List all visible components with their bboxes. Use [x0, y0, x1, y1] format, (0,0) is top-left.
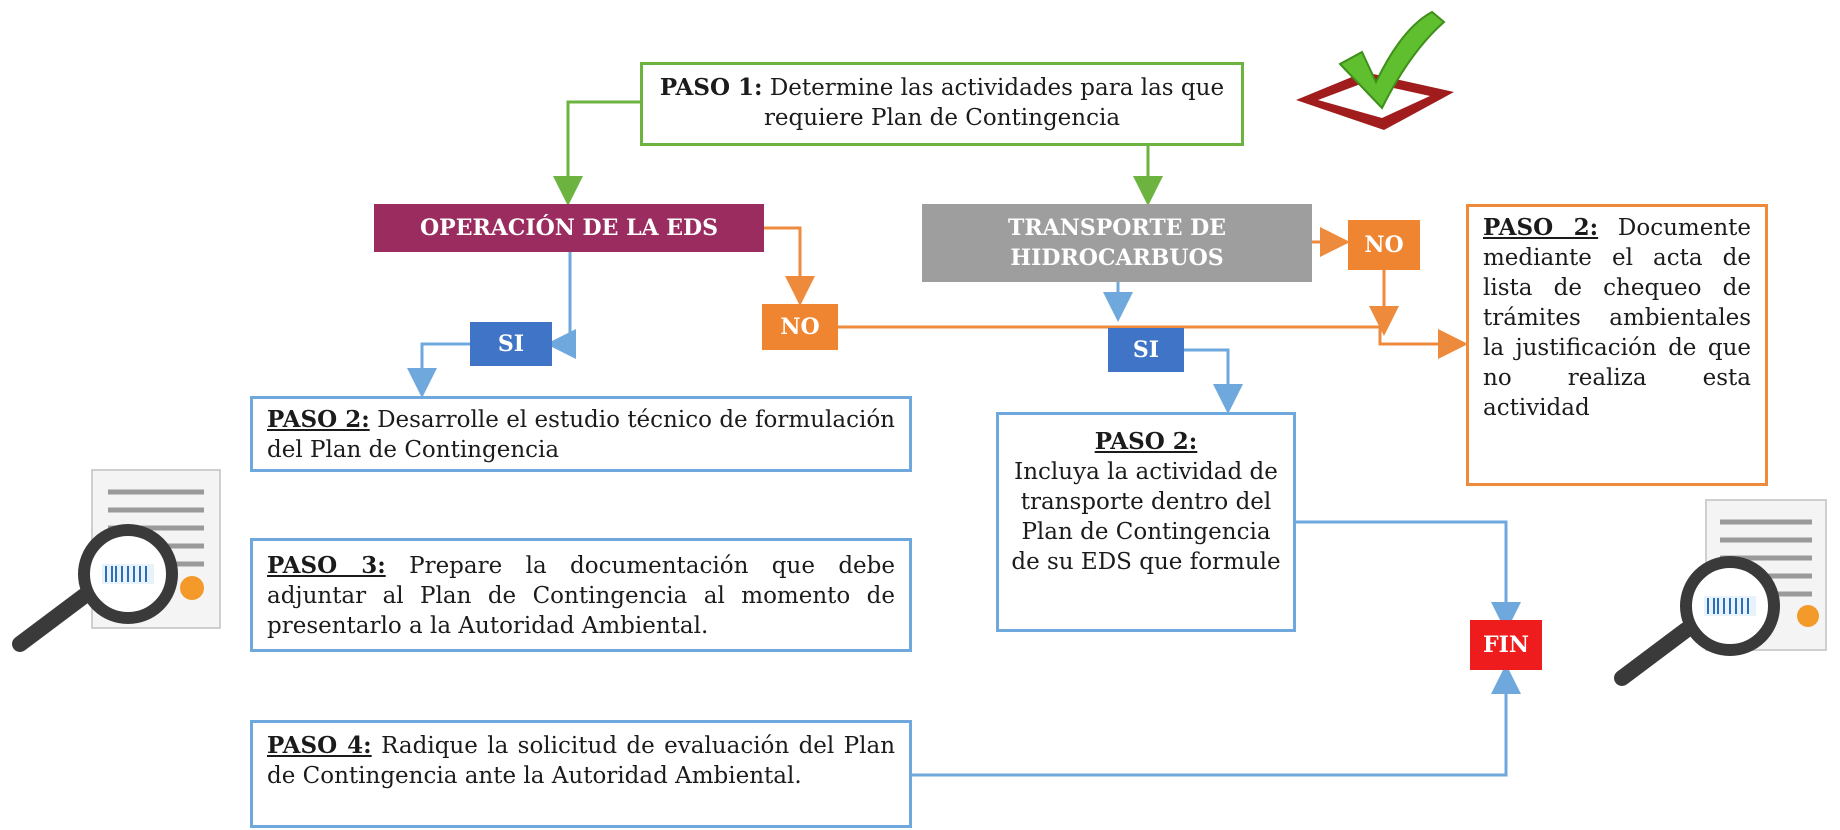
- paso2-estudio-label: PASO 2:: [267, 406, 370, 433]
- paso2-documente-text: Documente mediante el acta de lista de c…: [1483, 215, 1751, 421]
- checkmark-icon: [1296, 10, 1454, 130]
- transporte-box: TRANSPORTE DE HIDROCARBUOS: [922, 204, 1312, 282]
- document-magnifier-icon: [12, 469, 221, 652]
- paso3-label: PASO 3:: [267, 552, 386, 579]
- connector-paso2-fin: [1296, 520, 1521, 632]
- paso3-text: Prepare la documentación que debe adjunt…: [267, 553, 895, 639]
- connector-paso1-operacion: [553, 100, 640, 206]
- si-left-badge: SI: [470, 322, 552, 366]
- connector-operacion-no: [764, 226, 815, 306]
- transporte-line1: TRANSPORTE DE: [1008, 215, 1226, 241]
- connector-si-paso2: [407, 342, 470, 398]
- no-left-badge: NO: [762, 304, 838, 350]
- paso2-documente-box: PASO 2: Documente mediante el acta de li…: [1466, 204, 1768, 486]
- si-right-text: SI: [1132, 337, 1160, 363]
- operacion-eds-text: OPERACIÓN DE LA EDS: [420, 215, 718, 241]
- document-magnifier-icon: [1614, 499, 1827, 686]
- paso1-label: PASO 1:: [659, 74, 763, 101]
- paso4-text: Radique la solicitud de evaluación del P…: [267, 733, 896, 789]
- connector-operacion-si: [546, 250, 576, 359]
- paso3-box: PASO 3: Prepare la documentación que deb…: [250, 538, 912, 652]
- si-right-badge: SI: [1108, 328, 1184, 372]
- no-right-badge: NO: [1348, 220, 1420, 270]
- paso2-transporte-box: PASO 2: Incluya la actividad de transpor…: [996, 412, 1296, 632]
- transporte-line2: HIDROCARBUOS: [1010, 245, 1224, 271]
- si-left-text: SI: [497, 331, 525, 357]
- paso1-box: PASO 1: Determine las actividades para l…: [640, 62, 1244, 146]
- connector-paso4-fin: [912, 664, 1521, 777]
- paso4-label: PASO 4:: [267, 732, 372, 759]
- paso1-text: Determine las actividades para las que r…: [763, 75, 1225, 131]
- operacion-eds-box: OPERACIÓN DE LA EDS: [374, 204, 764, 252]
- no-left-text: NO: [780, 314, 820, 340]
- paso2-estudio-text: Desarrolle el estudio técnico de formula…: [267, 407, 895, 463]
- paso2-transporte-label: PASO 2:: [1094, 428, 1198, 455]
- no-right-text: NO: [1364, 232, 1404, 258]
- paso2-estudio-box: PASO 2: Desarrolle el estudio técnico de…: [250, 396, 912, 472]
- paso2-transporte-text: Incluya la actividad de transporte dentr…: [1011, 459, 1281, 575]
- fin-text: FIN: [1482, 632, 1530, 658]
- fin-badge: FIN: [1470, 620, 1542, 670]
- paso2-documente-label: PASO 2:: [1483, 214, 1599, 241]
- connector-si-paso2-transporte: [1184, 348, 1243, 414]
- paso4-box: PASO 4: Radique la solicitud de evaluaci…: [250, 720, 912, 828]
